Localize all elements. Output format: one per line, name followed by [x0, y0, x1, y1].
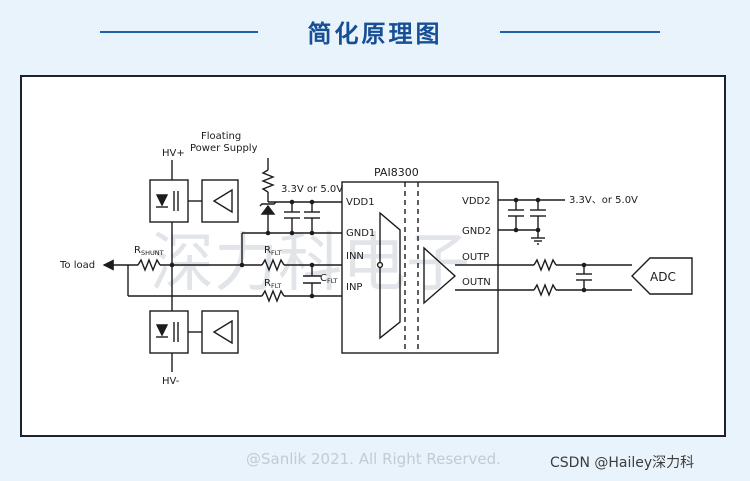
hv-minus-label: HV-: [162, 376, 180, 387]
outp-resistor: [533, 258, 557, 272]
rshunt-resistor: [137, 258, 161, 272]
chip-name: PAI8300: [374, 166, 419, 179]
title-divider-left: [100, 31, 258, 33]
mosfet-top: [149, 179, 189, 223]
title-divider-right: [500, 31, 660, 33]
footer-copyright: @Sanlik 2021. All Right Reserved.: [246, 450, 501, 468]
pin-outn: OUTN: [462, 277, 491, 288]
page-title: 简化原理图: [307, 20, 443, 48]
to-load-label: To load: [59, 260, 95, 271]
rflt-top-label: RFLT: [264, 245, 281, 257]
title-row: 简化原理图: [0, 14, 750, 50]
pin-vdd2: VDD2: [462, 196, 491, 207]
junction-dots: [169, 197, 587, 299]
modulator-block: [379, 211, 401, 340]
chip-body: [341, 181, 499, 354]
floating-label-2: Power Supply: [190, 143, 258, 154]
diode-bottom: [155, 324, 169, 337]
diode-top: [155, 194, 169, 207]
mosfet-bottom: [149, 310, 189, 354]
cflt-label: CFLT: [320, 273, 337, 285]
supply-right-label: 3.3V、or 5.0V: [569, 195, 638, 206]
inn-bubble: [376, 261, 384, 269]
floating-label-1: Floating: [201, 131, 241, 142]
diagram-frame: [20, 75, 726, 437]
output-amplifier: [423, 246, 457, 305]
hv-plus-label: HV+: [162, 148, 185, 159]
adc-label: ADC: [650, 270, 676, 284]
driver-bottom-triangle: [212, 319, 233, 345]
supply-resistor: [261, 169, 275, 193]
pin-vdd1: VDD1: [346, 197, 375, 208]
pin-outp: OUTP: [462, 252, 489, 263]
zener-diode: [260, 204, 276, 215]
driver-top-triangle: [212, 188, 233, 214]
rflt-bottom-resistor: [261, 289, 285, 303]
adc-block: [631, 257, 693, 295]
rflt-top-resistor: [261, 258, 285, 272]
pin-inn: INN: [346, 251, 364, 262]
footer-csdn: CSDN @Hailey深力科: [550, 455, 695, 471]
rshunt-label: RSHUNT: [134, 245, 164, 257]
pin-gnd2: GND2: [462, 226, 491, 237]
rflt-bottom-label: RFLT: [264, 278, 281, 290]
pin-inp: INP: [346, 282, 362, 293]
outn-resistor: [533, 283, 557, 297]
pin-gnd1: GND1: [346, 228, 375, 239]
supply-left-label: 3.3V or 5.0V: [281, 184, 343, 195]
zener-bar: [259, 201, 277, 207]
